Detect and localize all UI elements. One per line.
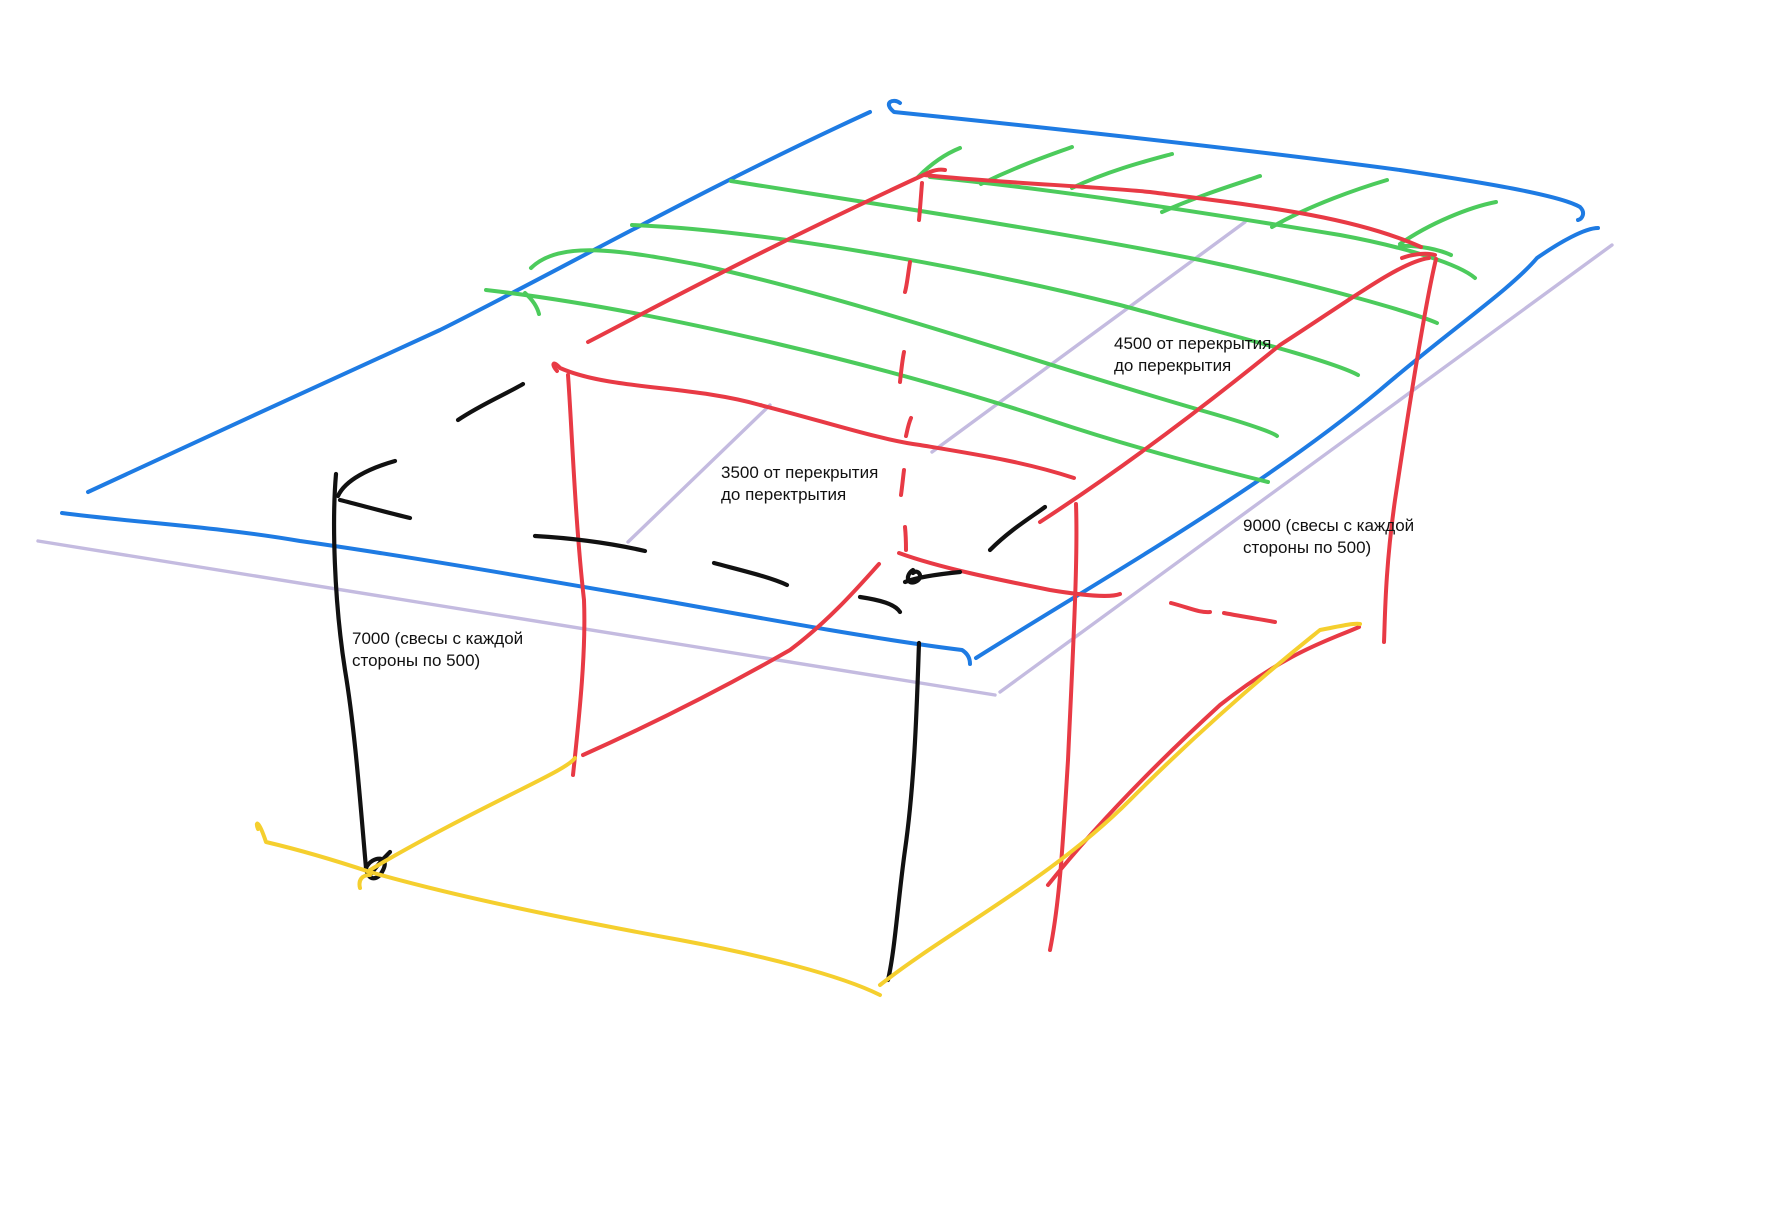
rafter-2 — [529, 248, 1279, 438]
post-top-left-arrow — [335, 458, 398, 499]
roof-front-edge — [60, 511, 972, 666]
frame-lower-front-beam — [581, 562, 881, 757]
dashed-hidden-1 — [455, 381, 526, 423]
frame-post-back-dashed-5 — [899, 468, 906, 497]
guide-height-3500 — [626, 403, 772, 544]
guide-front-edge — [36, 539, 997, 697]
height-3500-line-1: 3500 от перекрытия — [721, 463, 879, 482]
frame-lower-front-right-beam — [897, 551, 1122, 598]
dashed-hidden-3 — [711, 560, 790, 588]
frame-lower-dash-1 — [1169, 601, 1212, 615]
frame — [551, 167, 1438, 952]
roof-outline — [60, 98, 1600, 666]
height-4500-line-2: до перекрытия — [1114, 356, 1232, 375]
base-front-left — [254, 821, 372, 874]
span-7000-line-1: 7000 (свесы с каждой — [352, 629, 524, 648]
base-right-side — [878, 621, 1362, 987]
rafter-tick-5 — [1270, 178, 1389, 229]
height-4500-line-1: 4500 от перекрытия — [1114, 334, 1272, 353]
rafter-tick-1 — [916, 146, 962, 179]
frame-post-back-right — [1382, 257, 1438, 644]
span-9000-line-1: 9000 (свесы с каждой — [1243, 516, 1415, 535]
rafter-3 — [630, 223, 1360, 377]
height-3500-line-2: до перектрытия — [721, 485, 847, 504]
rafter-tick-7 — [1398, 243, 1453, 257]
dashed-hidden-2 — [532, 533, 648, 554]
roof-back-edge — [887, 98, 1586, 222]
frame-lower-dash-2 — [1222, 611, 1277, 624]
rafter-tick-3 — [1070, 152, 1174, 190]
post-joint-right — [902, 567, 963, 585]
rafter-tick-4 — [1160, 174, 1262, 214]
frame-post-back-dashed-4 — [904, 416, 913, 438]
frame-post-back-dashed-2 — [903, 260, 912, 294]
frame-upper-back-beam — [922, 173, 1423, 249]
post-top-left-arrow-2 — [337, 497, 413, 521]
span-7000-line-2: стороны по 500) — [352, 651, 481, 670]
span-9000-line-2: стороны по 500) — [1243, 538, 1372, 557]
height-4500-annotation: 4500 от перекрытия до перекрытия — [1114, 333, 1271, 377]
guide-lines — [36, 220, 1614, 697]
base-left-tail — [357, 873, 372, 890]
guide-right-edge — [998, 243, 1614, 694]
height-3500-annotation: 3500 от перекрытия до перектрытия — [721, 462, 878, 506]
frame-lower-right-beam — [1046, 625, 1361, 887]
dashed-hidden-5 — [987, 504, 1048, 553]
post-front-right — [885, 640, 922, 983]
rafter-tick-6 — [1398, 200, 1498, 246]
span-9000-annotation: 9000 (свесы с каждой стороны по 500) — [1243, 515, 1414, 559]
base-front — [368, 870, 882, 997]
frame-post-front-right — [1048, 502, 1079, 952]
frame-post-back-dashed-6 — [903, 525, 908, 552]
rafter-4 — [729, 179, 1439, 325]
frame-post-back-dashed-1 — [917, 181, 924, 222]
rafter-1 — [484, 288, 1270, 484]
roof-back-left-edge — [86, 110, 872, 494]
roof-right-edge — [974, 226, 1600, 660]
dashed-hidden-4 — [857, 594, 903, 615]
frame-post-back-dashed-3 — [898, 350, 906, 384]
base — [254, 621, 1362, 997]
span-7000-annotation: 7000 (свесы с каждой стороны по 500) — [352, 628, 523, 672]
base-left-side — [368, 756, 577, 872]
frame-post-front-left — [566, 373, 587, 777]
post-front-left — [332, 471, 369, 871]
frame-upper-right-cap — [1400, 251, 1437, 260]
rafters — [484, 145, 1498, 484]
rafter-tick-2 — [979, 145, 1074, 186]
rafter-end-1 — [523, 291, 541, 316]
frame-mid-left-beam — [551, 361, 1076, 480]
frame-upper-right-beam — [1038, 256, 1431, 524]
frame-upper-left-beam — [586, 167, 947, 344]
